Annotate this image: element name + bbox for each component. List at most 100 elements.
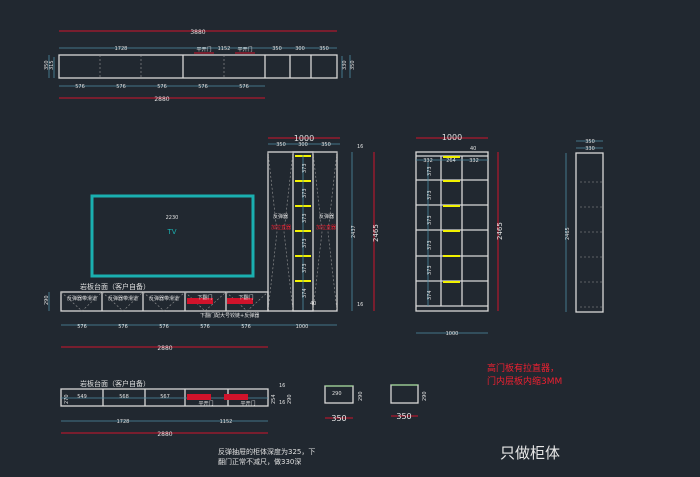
dim: 16 — [357, 144, 363, 150]
door-label: 平开门 — [240, 400, 255, 407]
dim: 1728 — [117, 419, 130, 425]
dim: 330 — [585, 146, 595, 152]
dim: 290 — [422, 391, 428, 401]
dim: 576 — [159, 324, 169, 330]
dim: 373 — [302, 238, 308, 248]
dim: 568 — [119, 394, 129, 400]
dim: 373 — [302, 188, 308, 198]
dim: 2465 — [496, 222, 504, 240]
drawer-label: 反弹器带滑道 — [149, 295, 179, 302]
dim: 350 — [272, 46, 282, 52]
dim-total: 2880 — [157, 345, 172, 352]
dim: 373 — [427, 240, 433, 250]
dim: 373 — [302, 213, 308, 223]
flap-label: 下翻门 — [238, 294, 253, 301]
dim: 373 — [427, 215, 433, 225]
dim: 576 — [77, 324, 87, 330]
dim: 350 — [331, 414, 346, 423]
label: 反弹器 — [319, 213, 334, 220]
dim: 350 — [350, 60, 356, 70]
dim-total: 2880 — [157, 431, 172, 438]
dim: 300 — [295, 46, 305, 52]
dim: 40 — [310, 301, 316, 307]
dim: 374 — [427, 290, 433, 300]
dim: 350 — [44, 60, 50, 70]
dim: 373 — [427, 166, 433, 176]
dim: 374 — [302, 288, 308, 298]
flap-note: 下翻门配大号铰链+反弹器 — [200, 312, 259, 319]
top-plan: 3880 1728 1152 350 300 350 平开门 平开门 576 5… — [44, 29, 356, 103]
dim: 576 — [198, 84, 208, 90]
drawer-label: 反弹器带滑道 — [108, 295, 138, 302]
dim: 373 — [302, 163, 308, 173]
tv-label: TV — [166, 228, 176, 236]
dim: 350 — [396, 412, 411, 421]
side-panel: 350 330 2465 — [565, 139, 604, 313]
dim: 290 — [287, 394, 293, 404]
label: 反弹器 — [273, 213, 288, 220]
dim: 264 — [446, 158, 456, 164]
tall-cabinet: 1000 350 300 350 373 373 373 373 373 374… — [267, 134, 380, 312]
red-note: 门内层板内缩3MM — [487, 375, 562, 387]
dim: 330 — [342, 60, 348, 70]
drawer-note: 翻门正常不减尺，做330深 — [218, 457, 301, 466]
dim: 1000 — [442, 133, 462, 142]
dim: 16 — [279, 383, 285, 389]
dim: 576 — [200, 324, 210, 330]
dim: 576 — [75, 84, 85, 90]
cabinet-only-note: 只做柜体 — [500, 444, 560, 462]
dim: 350 — [319, 46, 329, 52]
dim-overall: 3880 — [190, 29, 205, 36]
dim: 1152 — [220, 419, 233, 425]
dim: 315 — [49, 60, 55, 70]
counter-title: 岩板台面（客户自备） — [80, 282, 150, 291]
dim: 373 — [427, 265, 433, 275]
dim: 1000 — [446, 331, 459, 337]
door-label: 平开门 — [237, 46, 252, 53]
door-label: 平开门 — [198, 400, 213, 407]
dim: 576 — [239, 84, 249, 90]
dim: 1000 — [294, 134, 314, 143]
bottom-plan: 岩板台面（客户自备） 549 568 567 平开门 平开门 270 16 25… — [60, 379, 293, 438]
drawer-label: 反弹器带滑道 — [67, 295, 97, 302]
dim: 1152 — [218, 46, 231, 52]
dim: 576 — [241, 324, 251, 330]
red-label: 加拉直器 — [316, 224, 336, 231]
tv-width: 2230 — [166, 215, 179, 221]
dim: 2465 — [372, 224, 380, 242]
dim: 16 — [357, 302, 363, 308]
dim: 373 — [427, 190, 433, 200]
dim: 576 — [157, 84, 167, 90]
dim: 1000 — [296, 324, 309, 330]
dim: 40 — [470, 146, 476, 152]
dim: 350 — [276, 142, 286, 148]
cabinet-section: 1000 332 264 332 40 373 373 373 373 373 … — [415, 133, 504, 337]
dim: 254 — [271, 394, 277, 404]
tv-outline — [90, 194, 255, 278]
dim: 300 — [298, 142, 308, 148]
red-note: 高门板有拉直器， — [487, 362, 559, 374]
dim: 350 — [585, 139, 595, 145]
red-label: 加拉直器 — [271, 224, 291, 231]
dim: 1728 — [115, 46, 128, 52]
flap-label: 下翻门 — [197, 294, 212, 301]
dim: 270 — [64, 394, 70, 404]
dim: 2465 — [565, 227, 571, 240]
dim-total: 2880 — [154, 96, 169, 103]
dim: 549 — [77, 394, 87, 400]
dim: 2437 — [351, 225, 357, 238]
front-elevation: 2230 TV 岩板台面（客户自备） 反弹器带滑道 反弹器带滑道 反弹器带滑道 … — [44, 194, 337, 352]
dim: 290 — [332, 391, 342, 397]
dim: 332 — [423, 158, 433, 164]
dim: 576 — [116, 84, 126, 90]
dim: 332 — [469, 158, 479, 164]
small-boxes: 290 290 350 290 350 — [324, 384, 428, 423]
dim: 576 — [118, 324, 128, 330]
dim: 567 — [160, 394, 170, 400]
dim: 290 — [44, 295, 50, 305]
dim: 290 — [358, 391, 364, 401]
dim: 16 — [279, 400, 285, 406]
door-label: 平开门 — [196, 46, 211, 53]
drawer-note: 反弹抽屉的柜体深度为325，下 — [218, 447, 315, 456]
